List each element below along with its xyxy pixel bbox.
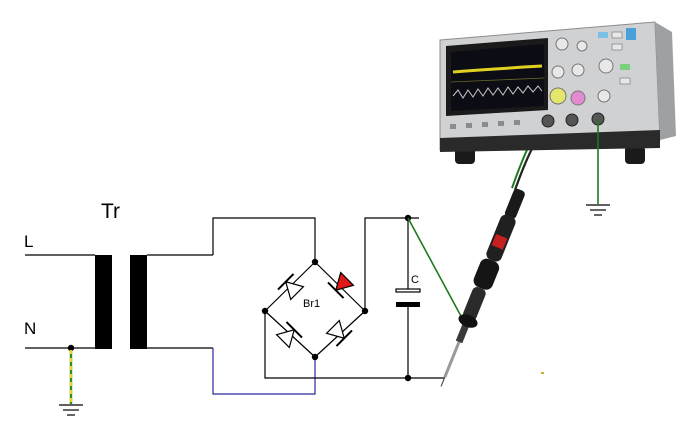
dc-output-wires bbox=[264, 214, 445, 382]
capacitor-plate-bottom bbox=[396, 302, 420, 307]
neutral-label: N bbox=[24, 319, 36, 338]
bridge-node-top bbox=[311, 258, 319, 266]
dc-negative-node bbox=[404, 374, 412, 382]
scope-softkey-2[interactable] bbox=[466, 123, 472, 128]
transformer-secondary-core bbox=[130, 255, 147, 349]
capacitor-label: C bbox=[411, 274, 419, 286]
diode-top-left bbox=[277, 273, 305, 301]
dc-positive-wire bbox=[364, 217, 419, 311]
oscilloscope bbox=[439, 21, 676, 216]
ac-input-bottom bbox=[212, 348, 316, 395]
scope-bottom-bezel bbox=[440, 130, 660, 152]
scope-knob-1[interactable] bbox=[555, 37, 569, 51]
scope-input-ch2[interactable] bbox=[565, 113, 579, 127]
neutral-earth-ground bbox=[59, 350, 83, 416]
scope-button-2[interactable] bbox=[611, 31, 623, 39]
scope-earth-ground bbox=[586, 204, 610, 216]
scope-knob-ch1[interactable] bbox=[549, 87, 567, 105]
scope-foot-right bbox=[625, 146, 645, 164]
transformer: Tr bbox=[95, 200, 213, 349]
diode-top-right-highlighted bbox=[327, 271, 355, 299]
oscilloscope-probe bbox=[440, 117, 551, 387]
scope-knob-ch2[interactable] bbox=[570, 90, 586, 106]
scope-button-6[interactable] bbox=[619, 77, 631, 85]
bridge-node-bottom bbox=[311, 353, 319, 361]
line-label: L bbox=[24, 232, 33, 251]
capacitor-plate-top bbox=[395, 288, 421, 293]
neutral-junction bbox=[67, 344, 75, 352]
probe-ground-lead bbox=[407, 217, 463, 319]
probe-ground-collar bbox=[458, 314, 478, 328]
scope-softkey-4[interactable] bbox=[498, 121, 504, 126]
scope-button-5[interactable] bbox=[620, 64, 630, 70]
scope-trace-yellow bbox=[452, 64, 543, 74]
bridge-rectifier: Br1 bbox=[261, 258, 369, 361]
scope-input-ch1[interactable] bbox=[541, 114, 555, 128]
scope-knob-6[interactable] bbox=[597, 89, 611, 103]
scope-softkey-3[interactable] bbox=[482, 122, 488, 127]
bridge-label: Br1 bbox=[303, 298, 320, 310]
diode-bottom-left bbox=[275, 321, 303, 349]
bridge-feed-wires bbox=[212, 217, 316, 395]
transformer-primary-core bbox=[95, 255, 112, 349]
stray-mark bbox=[541, 372, 544, 374]
scope-knob-3[interactable] bbox=[598, 58, 614, 74]
diode-bottom-right bbox=[325, 319, 353, 347]
capacitor: C bbox=[395, 274, 421, 307]
scope-button-3[interactable] bbox=[611, 43, 623, 51]
scope-knob-2[interactable] bbox=[576, 40, 588, 52]
transformer-label: Tr bbox=[101, 200, 120, 223]
mains-input: L N bbox=[24, 232, 95, 352]
scope-trace-white bbox=[452, 85, 543, 99]
scope-button-4[interactable] bbox=[626, 28, 636, 40]
scope-screen[interactable] bbox=[451, 44, 544, 111]
ac-input-top bbox=[212, 217, 316, 262]
scope-button-1[interactable] bbox=[598, 32, 608, 38]
scope-knob-5[interactable] bbox=[571, 63, 585, 77]
dc-negative-wire bbox=[264, 311, 445, 379]
scope-control-panel bbox=[450, 28, 636, 129]
scope-side bbox=[655, 22, 676, 140]
scope-graticule bbox=[450, 77, 545, 83]
scope-softkey-5[interactable] bbox=[514, 120, 520, 125]
scope-knob-4[interactable] bbox=[551, 65, 565, 79]
scope-softkey-1[interactable] bbox=[450, 124, 456, 129]
